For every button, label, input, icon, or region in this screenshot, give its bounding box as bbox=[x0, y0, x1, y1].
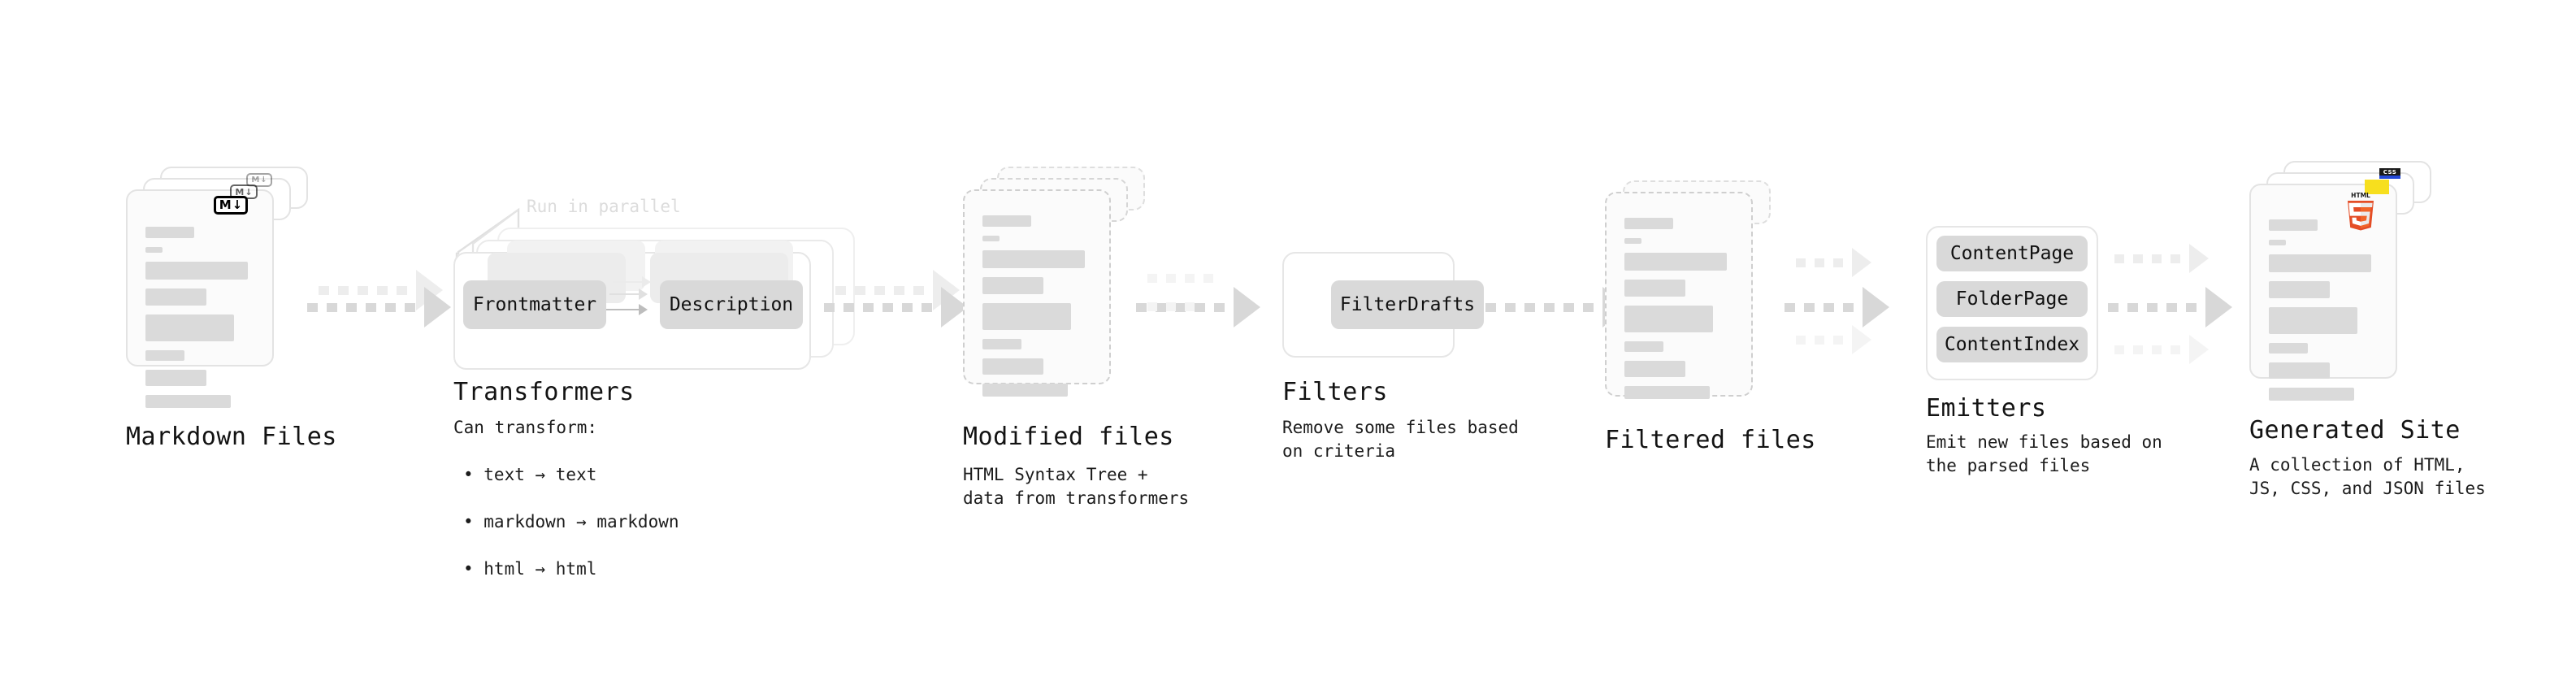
connector-emitters-to-site bbox=[2108, 287, 2232, 327]
transform-item-0: • text → text bbox=[463, 465, 597, 484]
emitters-title: Emitters bbox=[1926, 394, 2047, 423]
transform-item-2: • html → html bbox=[463, 559, 597, 579]
modified-card-front bbox=[963, 189, 1111, 397]
emitters-subtitle: Emit new files based on the parsed files bbox=[1926, 432, 2162, 475]
connector-transformers-to-modified bbox=[824, 287, 968, 327]
filtered-files-title: Filtered files bbox=[1605, 426, 1816, 454]
markdown-badge-arrow: ↓ bbox=[260, 175, 267, 184]
transformers-inner-arrow-front bbox=[606, 304, 648, 315]
transformers-transform-list: • text → text • markdown → markdown • ht… bbox=[463, 440, 679, 581]
connector-modified-to-filters bbox=[1136, 287, 1260, 327]
filters-title: Filters bbox=[1282, 378, 1388, 406]
transformers-pill-frontmatter[interactable]: Frontmatter bbox=[463, 280, 606, 329]
generated-card-front bbox=[2249, 184, 2397, 401]
generated-skeleton bbox=[2269, 219, 2378, 410]
html5-icon-wordmark: HTML bbox=[2351, 192, 2370, 199]
css-icon-label: CSS bbox=[2383, 168, 2397, 176]
connector-filtered-to-emitters-upper bbox=[1796, 248, 1871, 277]
markdown-badge-arrow: ↓ bbox=[245, 186, 253, 197]
html5-icon: HTML bbox=[2344, 190, 2378, 234]
js-icon bbox=[2365, 180, 2389, 194]
filtered-skeleton bbox=[1624, 218, 1733, 408]
transformers-title: Transformers bbox=[453, 378, 635, 406]
emitters-pill-contentpage[interactable]: ContentPage bbox=[1936, 236, 2088, 271]
emitters-pill-contentindex-label: ContentIndex bbox=[1944, 334, 2080, 355]
filters-pill-filterdrafts[interactable]: FilterDrafts bbox=[1331, 280, 1484, 329]
css-icon: CSS bbox=[2379, 168, 2400, 179]
transformers-pill-description-label: Description bbox=[669, 294, 794, 315]
markdown-badge-letter: M bbox=[235, 186, 245, 197]
markdown-card-front bbox=[126, 189, 274, 408]
markdown-badge-front: M↓ bbox=[214, 196, 248, 215]
connector-markdown-to-transformers bbox=[307, 287, 451, 327]
transformers-subtitle: Can transform: bbox=[453, 418, 598, 437]
connector-filtered-to-emitters bbox=[1785, 287, 1889, 327]
markdown-files-title: Markdown Files bbox=[126, 423, 337, 451]
transformers-pill-description[interactable]: Description bbox=[660, 280, 803, 329]
markdown-badge-letter: M bbox=[219, 197, 232, 212]
connector-emitters-to-site-upper bbox=[2114, 244, 2209, 273]
transformers-pill-frontmatter-label: Frontmatter bbox=[472, 294, 597, 315]
markdown-skeleton bbox=[145, 227, 254, 417]
connector-filtered-to-emitters-lower bbox=[1796, 325, 1871, 354]
emitters-pill-contentpage-label: ContentPage bbox=[1949, 243, 2075, 264]
modified-files-subtitle: HTML Syntax Tree + data from transformer… bbox=[963, 465, 1190, 508]
markdown-badge-arrow: ↓ bbox=[232, 197, 243, 212]
markdown-badge-letter: M bbox=[251, 175, 260, 184]
generated-site-subtitle: A collection of HTML, JS, CSS, and JSON … bbox=[2249, 455, 2486, 498]
generated-site-title: Generated Site bbox=[2249, 416, 2461, 445]
filters-subtitle: Remove some files based on criteria bbox=[1282, 418, 1519, 461]
transformers-inner-arrow-back bbox=[613, 276, 651, 288]
run-in-parallel-label: Run in parallel bbox=[527, 197, 681, 216]
filtered-card-front bbox=[1605, 192, 1753, 399]
emitters-pill-contentindex[interactable]: ContentIndex bbox=[1936, 327, 2088, 362]
emitters-pill-folderpage[interactable]: FolderPage bbox=[1936, 281, 2088, 317]
connector-modified-to-filters-upper bbox=[1147, 274, 1222, 283]
modified-skeleton bbox=[982, 215, 1091, 406]
connector-emitters-to-site-lower bbox=[2114, 335, 2209, 364]
connector-modified-to-filters-lower bbox=[1147, 302, 1203, 311]
transformers-inner-arrow-middle bbox=[609, 288, 648, 300]
emitters-pill-folderpage-label: FolderPage bbox=[1955, 288, 2069, 310]
transform-item-1: • markdown → markdown bbox=[463, 512, 679, 531]
filters-pill-filterdrafts-label: FilterDrafts bbox=[1339, 294, 1476, 315]
markdown-badge-back: M↓ bbox=[246, 173, 272, 187]
modified-files-title: Modified files bbox=[963, 423, 1174, 451]
